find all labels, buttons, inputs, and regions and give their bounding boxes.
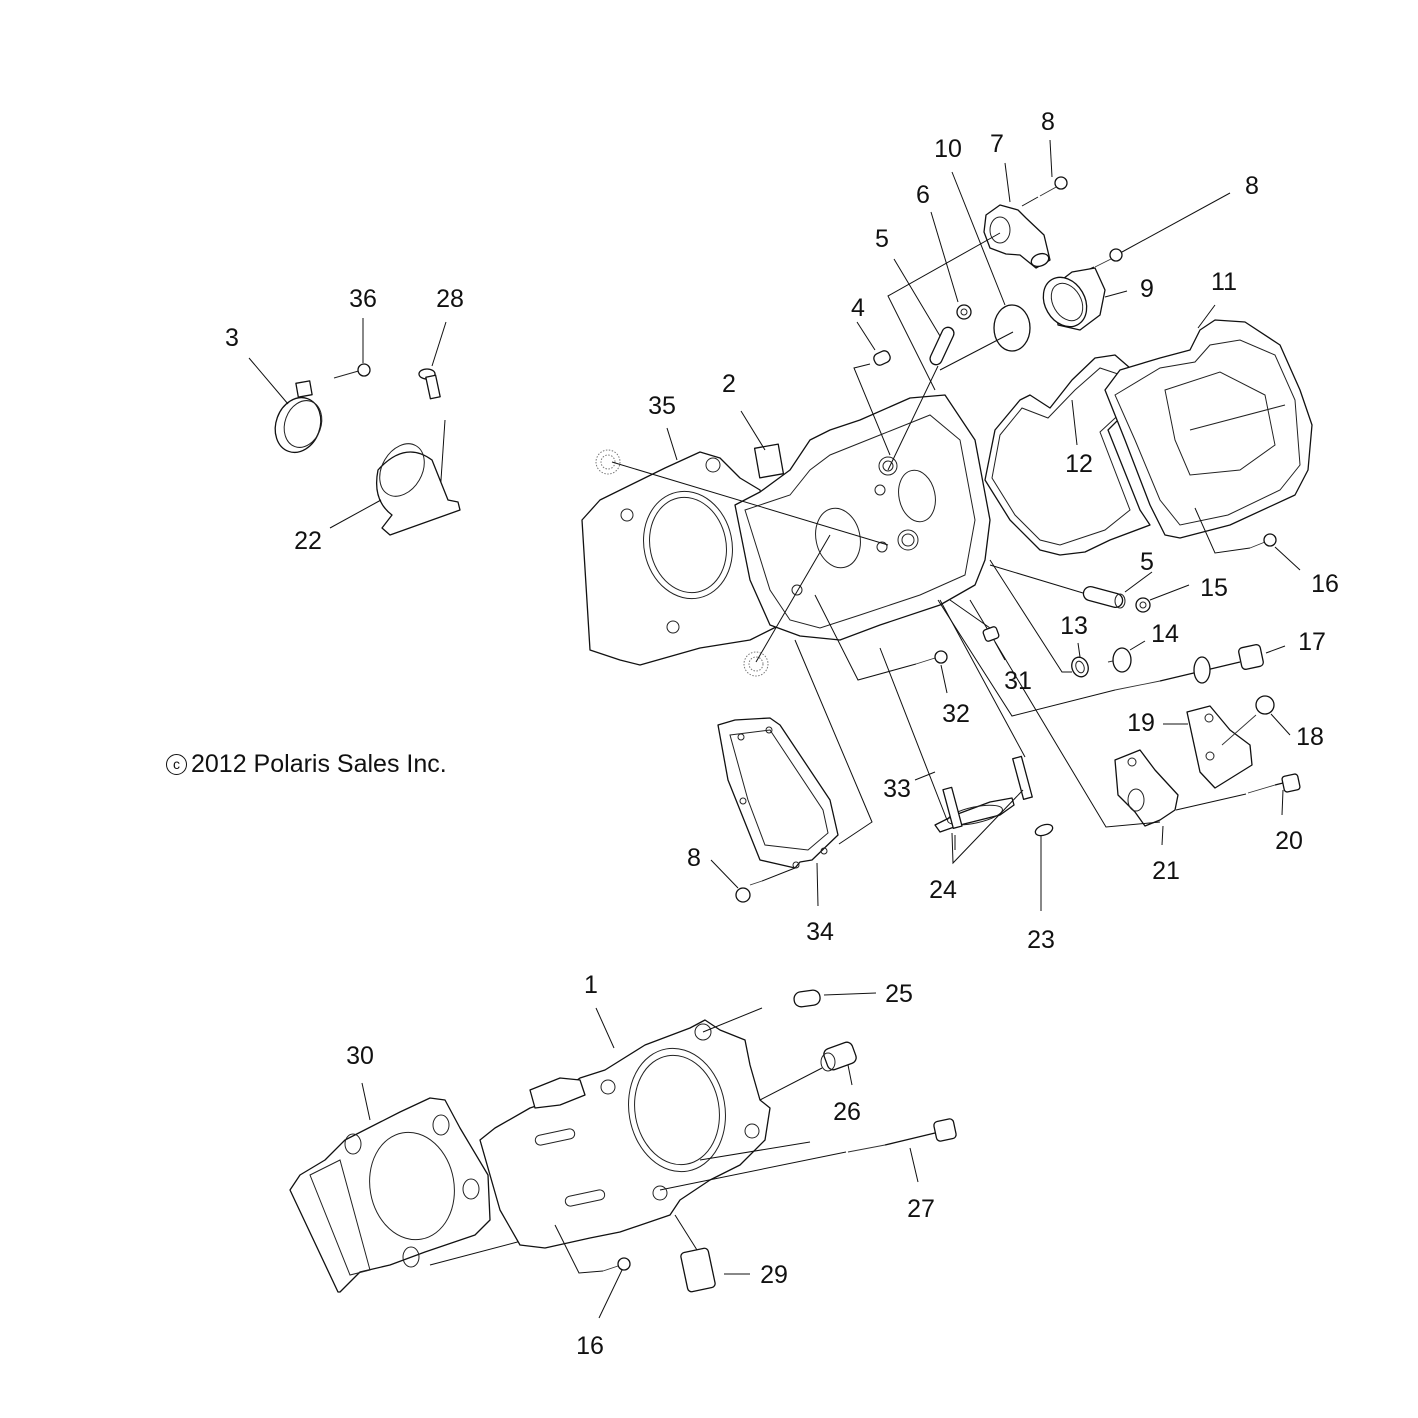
callout-33-exhaust-gasket: 33: [883, 775, 911, 803]
callout-8-bolt: 8: [1041, 108, 1055, 136]
copyright-text: 2012 Polaris Sales Inc.: [191, 750, 447, 778]
callout-18-bolt: 18: [1296, 723, 1324, 751]
callout-9-intake-flange: 9: [1140, 275, 1154, 303]
dowel-pin-5-right: [989, 564, 1153, 609]
intake-flange: [1042, 267, 1128, 331]
callout-5-dowel-pin: 5: [1140, 548, 1154, 576]
sleeve-29: [674, 1214, 750, 1293]
water-outlet-elbow: [887, 162, 1051, 391]
bolt-16-top: [1194, 507, 1301, 571]
cylinder-base-gasket: [289, 1082, 526, 1293]
studs-24-leader: [951, 789, 1024, 865]
callout-36-clamp-screw: 36: [349, 285, 377, 313]
callout-35-head-gasket: 35: [648, 392, 676, 420]
cylinder-head: [611, 394, 991, 677]
callout-8-bolt: 8: [687, 844, 701, 872]
callout-23-nut: 23: [1027, 926, 1055, 954]
bolt-32: [814, 594, 948, 694]
callout-31-dowel: 31: [1004, 667, 1032, 695]
callout-20-bolt: 20: [1275, 827, 1303, 855]
bolt-8-c: [710, 859, 796, 903]
callout-27-long-bolt: 27: [907, 1195, 935, 1223]
callout-22-intake-boot: 22: [294, 527, 322, 555]
callout-3-clamp: 3: [225, 324, 239, 352]
bracket-21: [969, 599, 1179, 846]
callout-29-sleeve: 29: [760, 1261, 788, 1289]
callout-15-nut: 15: [1200, 574, 1228, 602]
callout-34-cam-cover: 34: [806, 918, 834, 946]
o-ring-10: [939, 171, 1031, 371]
dowel-31: [949, 599, 1006, 661]
clamp-screw: [333, 318, 371, 379]
callout-16-bolt: 16: [1311, 570, 1339, 598]
callout-1-cylinder: 1: [584, 971, 598, 999]
callout-2-cylinder-head: 2: [722, 370, 736, 398]
callout-11-valve-cover: 11: [1211, 268, 1237, 296]
callout-30-cylinder-base-gasket: 30: [346, 1042, 374, 1070]
callout-16-bolt: 16: [576, 1332, 604, 1360]
nut-23: [1034, 823, 1054, 911]
bolt-8-a: [1021, 139, 1068, 207]
callout-13-washer: 13: [1060, 612, 1088, 640]
callout-4-dowel-pin: 4: [851, 294, 865, 322]
callout-8-bolt: 8: [1245, 172, 1259, 200]
stud-24-a: [942, 786, 963, 850]
cylinder: [479, 1007, 771, 1249]
callout-10-o-ring-seal: 10: [934, 135, 962, 163]
dowel-pin-4: [853, 321, 891, 456]
callout-6-nut: 6: [916, 181, 930, 209]
callout-17-head-bolt-with-washer: 17: [1298, 628, 1326, 656]
callout-14-plug: 14: [1151, 620, 1179, 648]
callout-12-valve-cover-gasket: 12: [1065, 450, 1093, 478]
bolt-20: [1175, 773, 1301, 816]
callout-5-dowel-pin: 5: [875, 225, 889, 253]
dowel-pin-25: [793, 989, 877, 1008]
valve-cover: [1104, 304, 1313, 539]
bolt-8-b: [1082, 192, 1231, 273]
callout-28-screw: 28: [436, 285, 464, 313]
callout-7-water-outlet-elbow: 7: [990, 130, 1004, 158]
callout-26-fitting: 26: [833, 1098, 861, 1126]
intake-boot: [329, 443, 461, 536]
washer-13: [989, 559, 1089, 678]
bracket-19: [1163, 705, 1253, 789]
callout-21-bracket: 21: [1152, 857, 1180, 885]
dowel-pin-5-top: [887, 258, 955, 471]
bolt-18: [1221, 695, 1291, 746]
callout-24-studs: 24: [929, 876, 957, 904]
fitting-26: [759, 1041, 857, 1101]
long-bolt-27: [659, 1118, 957, 1191]
clamp-assembly: [248, 357, 323, 454]
bolt-16-bottom: [554, 1224, 631, 1319]
callout-19-bracket: 19: [1127, 709, 1155, 737]
plug-14: [1107, 640, 1146, 673]
nut-6: [930, 211, 972, 320]
callout-25-dowel-pin: 25: [885, 980, 913, 1008]
copyright-icon: c: [166, 754, 187, 775]
callout-32-bolt: 32: [942, 700, 970, 728]
head-bolt-17: [937, 599, 1286, 717]
stud-24-b: [939, 599, 1033, 800]
cam-cover: [717, 639, 873, 907]
nut-15: [1135, 584, 1190, 613]
